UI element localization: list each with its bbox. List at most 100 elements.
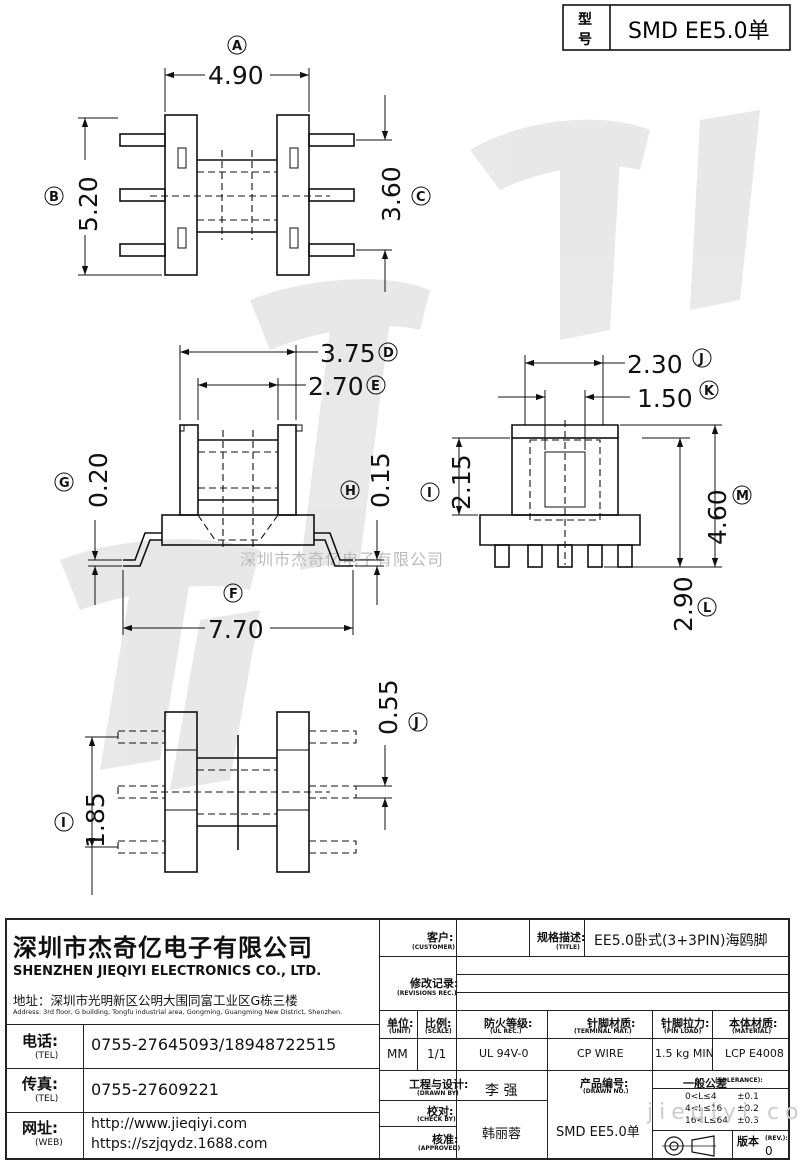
ul-value: UL 94V-0 xyxy=(479,1047,529,1060)
dim-g-value: 0.20 xyxy=(84,452,113,508)
rev-label-en: (REV.): xyxy=(765,1135,788,1142)
model-value: SMD EE5.0单 xyxy=(628,19,770,44)
dim-m-value: 4.60 xyxy=(703,489,732,545)
rev-label: 版本 xyxy=(737,1135,759,1148)
fax-label: 传真: xyxy=(22,1075,58,1093)
tol-label-en: (TOLERANCE): xyxy=(715,1077,763,1084)
rev-value: 0 xyxy=(765,1144,773,1158)
dim-i-side-value: 2.15 xyxy=(447,454,476,510)
label-f: F xyxy=(229,587,238,602)
tel-value: 0755-27645093/18948722515 xyxy=(91,1035,337,1054)
label-a: A xyxy=(232,39,242,54)
customer-label: 客户: xyxy=(427,931,454,944)
unit-value: MM xyxy=(387,1047,408,1061)
pinload-label: 针脚拉力: xyxy=(661,1017,710,1030)
title-value: EE5.0卧式(3+3PIN)海鸥脚 xyxy=(594,933,768,949)
tol-val-3: ±0.3 xyxy=(737,1116,759,1126)
material-label: 本体材质: xyxy=(729,1017,778,1030)
pinload-value: 1.5 kg MIN xyxy=(655,1047,714,1060)
tol-range-2: 4<L≤16 xyxy=(685,1104,723,1114)
dim-b-value: 5.20 xyxy=(74,176,103,232)
dim-j-bottom-value: 0.55 xyxy=(374,679,403,735)
tel-label: 电话: xyxy=(22,1032,58,1050)
ul-label: 防火等级: xyxy=(484,1017,533,1030)
top-view: 4.90 A 5.20 B 3.60 C xyxy=(44,35,431,292)
drawn-value: 李 强 xyxy=(485,1083,518,1099)
drawn-label-en: (DRAWN BY) xyxy=(417,1090,459,1097)
terminal-label-en: (TERMINAL MAT.) xyxy=(574,1028,632,1035)
fax-label-en: (TEL) xyxy=(35,1094,59,1104)
dim-j-side-value: 2.30 xyxy=(627,350,683,379)
tol-range-3: 16<L≤64 xyxy=(685,1116,729,1126)
web-label-en: (WEB) xyxy=(35,1138,63,1148)
drawn-label: 工程与设计: xyxy=(409,1078,469,1091)
label-l: L xyxy=(703,601,711,616)
unit-label: 单位: xyxy=(387,1017,414,1030)
technical-drawing: 深圳市杰奇亿电子有限公司 型 号 SMD EE5.0单 4.90 xyxy=(44,4,791,895)
dim-f-value: 7.70 xyxy=(208,615,264,644)
model-box: 型 号 SMD EE5.0单 xyxy=(562,4,791,51)
title-label-en: (TITLE) xyxy=(556,944,580,951)
label-i-side: I xyxy=(427,486,432,501)
label-m: M xyxy=(736,489,749,504)
dim-e-value: 2.70 xyxy=(308,372,364,401)
title-label: 规格描述: xyxy=(537,931,586,944)
approved-label-en: (APPROVED) xyxy=(418,1145,461,1152)
scale-value: 1/1 xyxy=(427,1047,447,1061)
company-name-en: SHENZHEN JIEQIYI ELECTRONICS CO., LTD. xyxy=(13,964,322,979)
bottom-view: 0.55 J 1.85 I xyxy=(54,679,428,895)
tol-range-1: 0<L≤4 xyxy=(685,1092,717,1102)
fax-value: 0755-27609221 xyxy=(91,1080,219,1099)
dim-k-value: 1.50 xyxy=(637,384,693,413)
scale-label-en: (SCALE) xyxy=(425,1028,452,1035)
tol-label: 一般公差 xyxy=(683,1077,727,1090)
pinload-label-en: (PIN LOAD) xyxy=(664,1028,702,1035)
model-label-1: 型 xyxy=(578,11,592,28)
title-block: 深圳市杰奇亿电子有限公司 SHENZHEN JIEQIYI ELECTRONIC… xyxy=(5,918,800,1160)
dim-h-value: 0.15 xyxy=(366,452,395,508)
check-label: 校对: xyxy=(427,1105,454,1118)
web-label: 网址: xyxy=(22,1119,58,1137)
approved-label: 核准: xyxy=(432,1133,459,1146)
dim-l-value: 2.90 xyxy=(669,576,698,632)
watermark-strokes xyxy=(60,110,760,790)
drawno-label: 产品编号: xyxy=(580,1077,629,1090)
scale-label: 比例: xyxy=(425,1017,452,1030)
label-d: D xyxy=(383,346,394,361)
label-h: H xyxy=(345,484,356,499)
unit-label-en: (UNIT) xyxy=(389,1028,411,1035)
material-label-en: (MATERIAL) xyxy=(732,1028,772,1035)
tel-label-en: (TEL) xyxy=(35,1051,59,1061)
label-j-bottom: J xyxy=(413,716,419,731)
terminal-label: 针脚材质: xyxy=(587,1017,636,1030)
check-label-en: (CHECK BY) xyxy=(417,1116,456,1123)
web-url-1[interactable]: http://www.jieqiyi.com xyxy=(91,1116,248,1132)
dim-d-value: 3.75 xyxy=(320,339,376,368)
revision-label-en: (REVISIONS REC.) xyxy=(397,990,457,997)
tol-val-1: ±0.1 xyxy=(737,1092,759,1102)
customer-label-en: (CUSTOMER) xyxy=(412,944,455,951)
dim-i-bottom-value: 1.85 xyxy=(81,792,110,848)
web-url-2[interactable]: https://szjqydz.1688.com xyxy=(91,1136,268,1152)
dim-c-value: 3.60 xyxy=(377,166,406,222)
company-name-cn: 深圳市杰奇亿电子有限公司 xyxy=(13,934,313,962)
dim-a-value: 4.90 xyxy=(208,61,264,90)
watermark-url: jieqiyi.com xyxy=(647,1100,800,1125)
model-label-2: 号 xyxy=(578,32,592,48)
front-view: 3.75 D 2.70 E 0.20 G 0.15 H 7.70 F xyxy=(54,339,398,644)
label-j-side: J xyxy=(698,352,704,367)
material-value: LCP E4008 xyxy=(725,1047,784,1060)
tol-val-2: ±0.2 xyxy=(737,1104,759,1114)
side-view: 2.30 J 1.50 K 2.15 I 4.60 M 2.90 L xyxy=(420,348,752,632)
drawno-value: SMD EE5.0单 xyxy=(556,1125,640,1140)
label-c: C xyxy=(416,190,426,205)
ul-label-en: (UL REC.) xyxy=(490,1028,522,1035)
label-i-bottom: I xyxy=(61,816,66,831)
label-k: K xyxy=(704,384,715,399)
company-address-en: Address: 3rd floor, G building, Tongfu i… xyxy=(13,1008,343,1016)
terminal-value: CP WIRE xyxy=(577,1047,624,1060)
label-g: G xyxy=(59,476,70,491)
company-address-cn: 地址：深圳市光明新区公明大围同富工业区G栋三楼 xyxy=(13,993,298,1008)
label-e: E xyxy=(371,379,380,394)
drawno-label-en: (DRAWN NO.) xyxy=(583,1088,629,1095)
